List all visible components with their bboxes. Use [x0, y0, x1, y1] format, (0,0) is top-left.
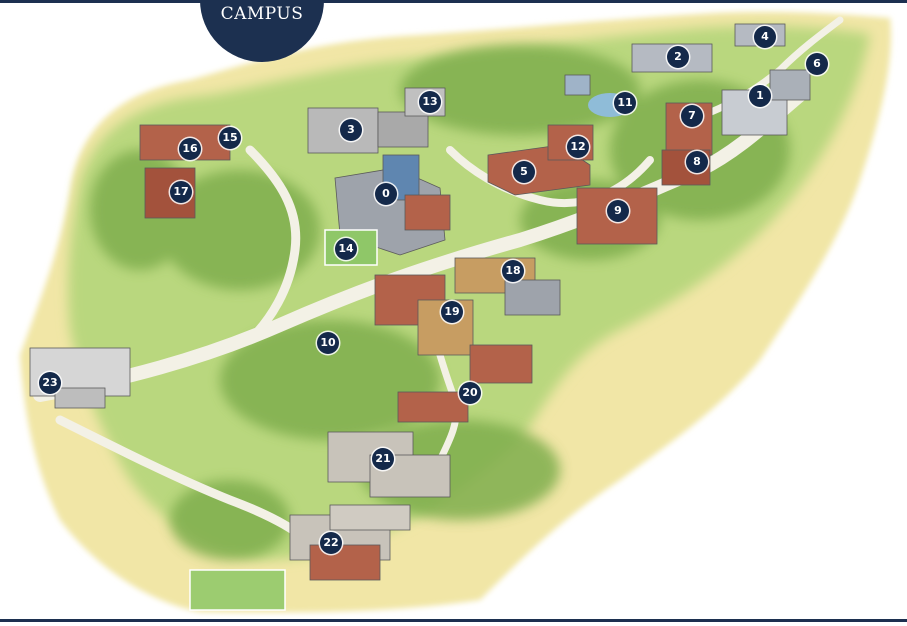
- map-marker-3[interactable]: 3: [340, 119, 362, 141]
- campus-badge-label: CAMPUS: [220, 4, 304, 24]
- map-marker-10[interactable]: 10: [317, 332, 339, 354]
- field-22: [189, 569, 286, 611]
- map-marker-4[interactable]: 4: [754, 26, 776, 48]
- map-marker-6[interactable]: 6: [806, 53, 828, 75]
- map-marker-13[interactable]: 13: [419, 91, 441, 113]
- top-rule: [0, 0, 907, 3]
- map-marker-19[interactable]: 19: [441, 301, 463, 323]
- map-marker-2[interactable]: 2: [667, 46, 689, 68]
- map-marker-1[interactable]: 1: [749, 85, 771, 107]
- map-marker-17[interactable]: 17: [170, 181, 192, 203]
- map-marker-21[interactable]: 21: [372, 448, 394, 470]
- map-marker-20[interactable]: 20: [459, 382, 481, 404]
- map-marker-14[interactable]: 14: [335, 238, 357, 260]
- map-marker-7[interactable]: 7: [681, 105, 703, 127]
- map-marker-16[interactable]: 16: [179, 138, 201, 160]
- map-marker-23[interactable]: 23: [39, 372, 61, 394]
- map-marker-11[interactable]: 11: [614, 92, 636, 114]
- map-marker-18[interactable]: 18: [502, 260, 524, 282]
- map-marker-0[interactable]: 0: [375, 183, 397, 205]
- buildings: [29, 23, 811, 581]
- map-marker-22[interactable]: 22: [320, 532, 342, 554]
- map-marker-12[interactable]: 12: [567, 136, 589, 158]
- bottom-rule: [0, 619, 907, 622]
- map-marker-15[interactable]: 15: [219, 127, 241, 149]
- map-marker-5[interactable]: 5: [513, 161, 535, 183]
- map-marker-9[interactable]: 9: [607, 200, 629, 222]
- map-marker-8[interactable]: 8: [686, 151, 708, 173]
